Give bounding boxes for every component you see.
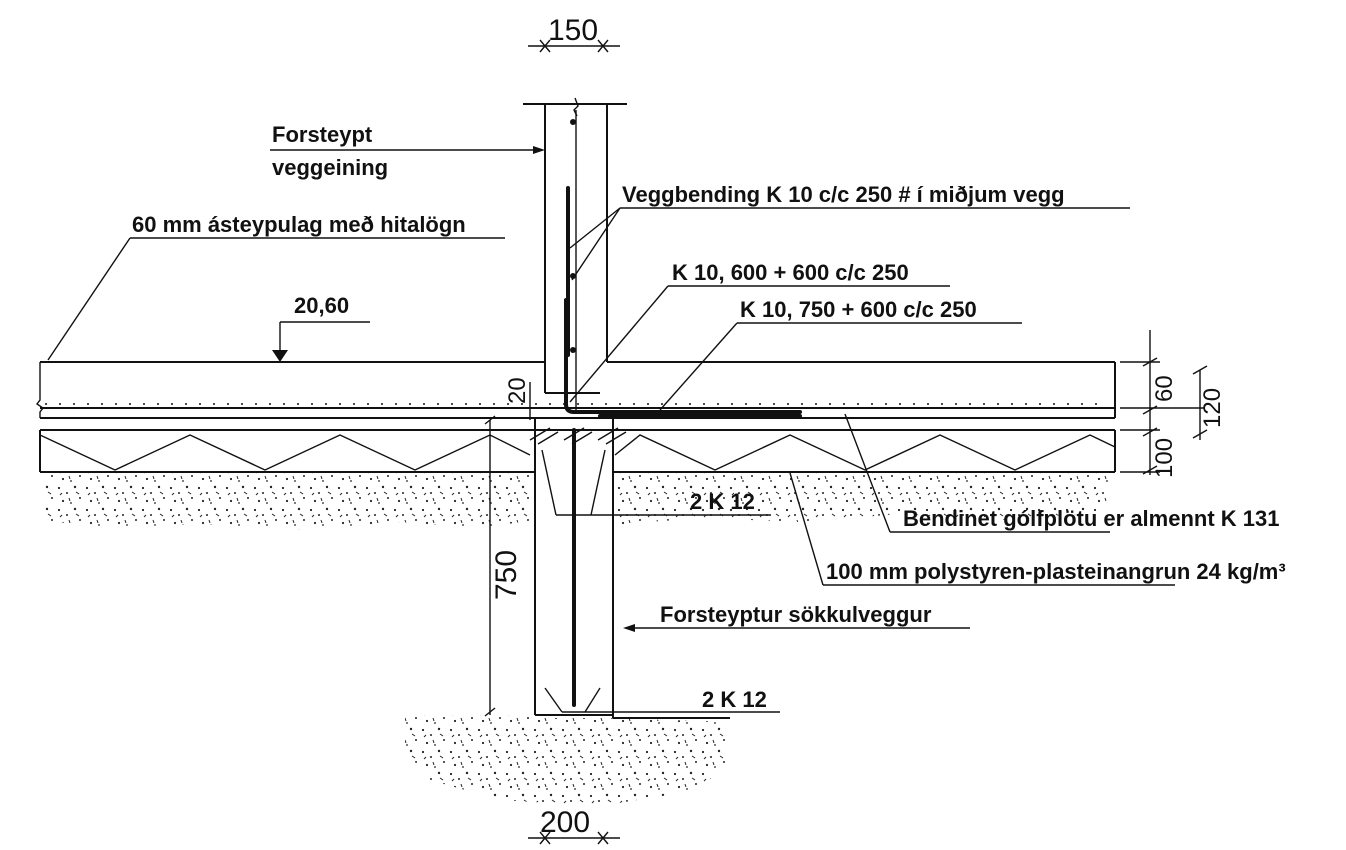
label-k10-750: K 10, 750 + 600 c/c 250 bbox=[740, 297, 977, 322]
label-level: 20,60 bbox=[294, 293, 349, 318]
dim-slab-60: 60 bbox=[1151, 375, 1178, 402]
dimension-lines bbox=[484, 39, 1208, 845]
label-polystyren: 100 mm polystyren-plasteinangrun 24 kg/m… bbox=[826, 559, 1286, 584]
label-asteypulag: 60 mm ásteypulag með hitalögn bbox=[132, 212, 466, 237]
dim-wall-width: 150 bbox=[548, 14, 598, 47]
leader-lines bbox=[47, 146, 1175, 632]
label-k10-600: K 10, 600 + 600 c/c 250 bbox=[672, 260, 909, 285]
foundation-wall bbox=[534, 418, 780, 719]
label-bendinet: Bendinet gólfplötu er almennt K 131 bbox=[903, 506, 1279, 531]
label-sokkulveggur: Forsteyptur sökkulveggur bbox=[660, 602, 932, 627]
floor-slab bbox=[35, 298, 1116, 419]
label-veggeining: veggeining bbox=[272, 155, 388, 180]
label-veggbending: Veggbending K 10 c/c 250 # í miðjum vegg bbox=[622, 182, 1065, 207]
label-forsteypt: Forsteypt bbox=[272, 122, 373, 147]
dim-slab-20: 20 bbox=[504, 377, 531, 404]
insulation-layer bbox=[39, 427, 1116, 473]
dim-depth: 750 bbox=[490, 550, 523, 600]
dim-insulation-100: 100 bbox=[1151, 438, 1178, 478]
label-2k12-upper: 2 K 12 bbox=[690, 489, 755, 514]
level-marker bbox=[272, 321, 370, 362]
dim-footing-width: 200 bbox=[540, 806, 590, 839]
precast-wall bbox=[523, 97, 627, 410]
dim-slab-120: 120 bbox=[1199, 388, 1226, 428]
gravel-fill bbox=[45, 472, 1110, 806]
label-2k12-lower: 2 K 12 bbox=[702, 687, 767, 712]
